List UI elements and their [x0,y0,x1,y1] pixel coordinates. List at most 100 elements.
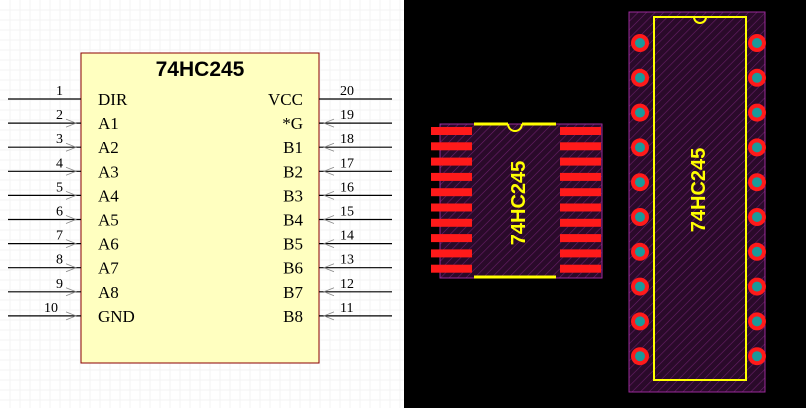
tht-pad[interactable] [631,103,649,122]
tht-pad[interactable] [631,34,649,52]
smd-pad[interactable] [560,218,601,227]
right-pin[interactable]: 19*G [282,108,392,133]
dip-pads [631,34,766,366]
pin-name: DIR [98,90,128,109]
smd-pad[interactable] [431,264,472,273]
tht-pad[interactable] [631,277,649,296]
ic-part-name: 74HC245 [156,58,245,81]
pin-number: 7 [56,229,63,244]
pin-name: B6 [283,259,303,278]
pin-name: A6 [98,235,119,254]
pin-arrow [65,215,78,224]
pin-number: 5 [56,180,63,195]
tht-pad[interactable] [631,208,649,226]
left-pin[interactable]: 7 A6 [8,229,119,254]
right-pin[interactable]: 17 B2 [283,156,392,181]
tht-pad[interactable] [748,242,766,261]
right-pin[interactable]: 13 B6 [283,253,392,278]
pad-hole [752,177,762,188]
pin-arrow [322,239,335,248]
pin-name: B8 [283,307,303,326]
tht-pad[interactable] [748,173,766,192]
smd-pad[interactable] [560,203,601,212]
dip-footprint[interactable]: 74HC245 [628,11,766,393]
right-pin[interactable]: 12 B7 [283,277,392,302]
tht-pad[interactable] [631,347,649,366]
tht-pad[interactable] [748,103,766,122]
pad-hole [635,351,645,362]
pin-number: 17 [340,156,354,171]
pin-number: 4 [56,156,63,171]
tht-pad[interactable] [748,277,766,296]
tht-pad[interactable] [631,138,649,157]
smd-pad[interactable] [431,234,472,243]
smd-pad[interactable] [431,157,472,166]
smd-pad[interactable] [560,157,601,166]
smd-pad[interactable] [431,188,472,197]
smd-pad[interactable] [560,234,601,243]
tht-pad[interactable] [631,312,649,331]
pin-name: A1 [98,114,119,133]
tht-pad[interactable] [631,173,649,192]
pin-arrow [65,191,78,200]
pin-arrow [65,239,78,248]
smd-pad[interactable] [431,172,472,181]
left-pin[interactable]: 2 A1 [8,108,119,133]
smd-pad[interactable] [431,249,472,258]
dip-silk-outline [653,16,747,381]
tht-pad[interactable] [631,242,649,261]
soic-notch [507,123,523,132]
pin-name: A2 [98,138,119,157]
pin-name: B2 [283,162,303,181]
pin-number: 13 [340,253,354,268]
tht-pad[interactable] [748,138,766,157]
pin-number: 12 [340,277,354,292]
smd-pad[interactable] [431,127,472,135]
pin-name: B7 [283,283,303,302]
pin-name: B4 [283,211,303,230]
smd-pad[interactable] [560,142,601,151]
smd-pad[interactable] [560,188,601,197]
pad-hole [635,212,645,222]
smd-pad[interactable] [560,249,601,258]
smd-pad[interactable] [431,203,472,212]
tht-pad[interactable] [748,208,766,226]
pin-number: 2 [56,108,63,123]
pin-number: 6 [56,205,63,220]
smd-pad[interactable] [560,127,601,135]
pin-name: B3 [283,186,303,205]
smd-pad[interactable] [431,142,472,151]
pin-name: *G [282,114,303,133]
pin-arrow [322,215,335,224]
smd-pad[interactable] [431,218,472,227]
pin-arrow [65,118,78,128]
tht-pad[interactable] [748,347,766,366]
tht-pad[interactable] [631,68,649,87]
pin-name: A7 [98,259,119,278]
ic-body[interactable] [80,52,320,364]
smd-pad[interactable] [560,172,601,181]
smd-pad[interactable] [560,264,601,273]
pin-name: B5 [283,235,303,254]
tht-pad[interactable] [748,34,766,52]
tht-pad[interactable] [748,68,766,87]
soic-footprint[interactable]: 74HC245 [431,122,603,279]
tht-pad[interactable] [748,312,766,331]
pin-arrow [322,142,335,152]
